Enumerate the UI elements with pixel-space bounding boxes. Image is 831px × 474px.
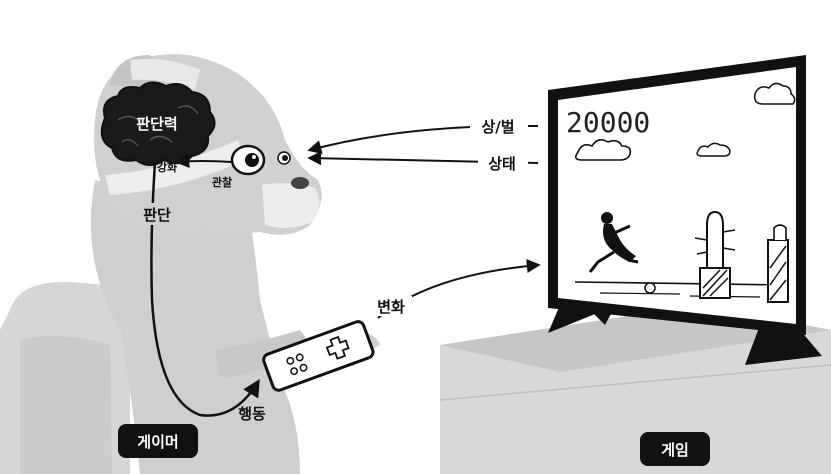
- game-screen: 20000: [566, 82, 796, 303]
- armchair: [0, 281, 132, 474]
- brain-label: 판단력: [136, 115, 177, 133]
- cloud-icon: [574, 138, 632, 161]
- observe-label: 관찰: [212, 175, 232, 189]
- judgment-action-arrow: [150, 161, 260, 417]
- action-label: 행동: [238, 405, 266, 423]
- game-tag: [640, 432, 710, 466]
- change-label: 변화: [377, 298, 405, 316]
- brain-icon: [100, 81, 216, 166]
- gamer-tag: [118, 424, 198, 458]
- score-display: 20000: [566, 106, 650, 139]
- cloud-icon: [753, 82, 796, 105]
- reward-penalty-label: 상/벌: [481, 118, 514, 136]
- game-controller: [262, 320, 375, 392]
- observe-arrow: [175, 154, 233, 168]
- coin-icon: [644, 282, 656, 294]
- judgment-label: 판단: [143, 206, 171, 224]
- cactus-obstacle-icon: [767, 224, 789, 303]
- gamer-tag-label: 게이머: [137, 433, 178, 451]
- state-label: 상태: [488, 155, 516, 173]
- eye-icon: [230, 144, 266, 176]
- strengthen-label: 강화: [157, 160, 177, 174]
- tv-monitor: [548, 55, 822, 365]
- cloud-icon: [696, 142, 731, 157]
- running-character-icon: [588, 212, 639, 273]
- cactus-obstacle-icon: [694, 210, 736, 299]
- game-tag-label: 게임: [661, 441, 689, 459]
